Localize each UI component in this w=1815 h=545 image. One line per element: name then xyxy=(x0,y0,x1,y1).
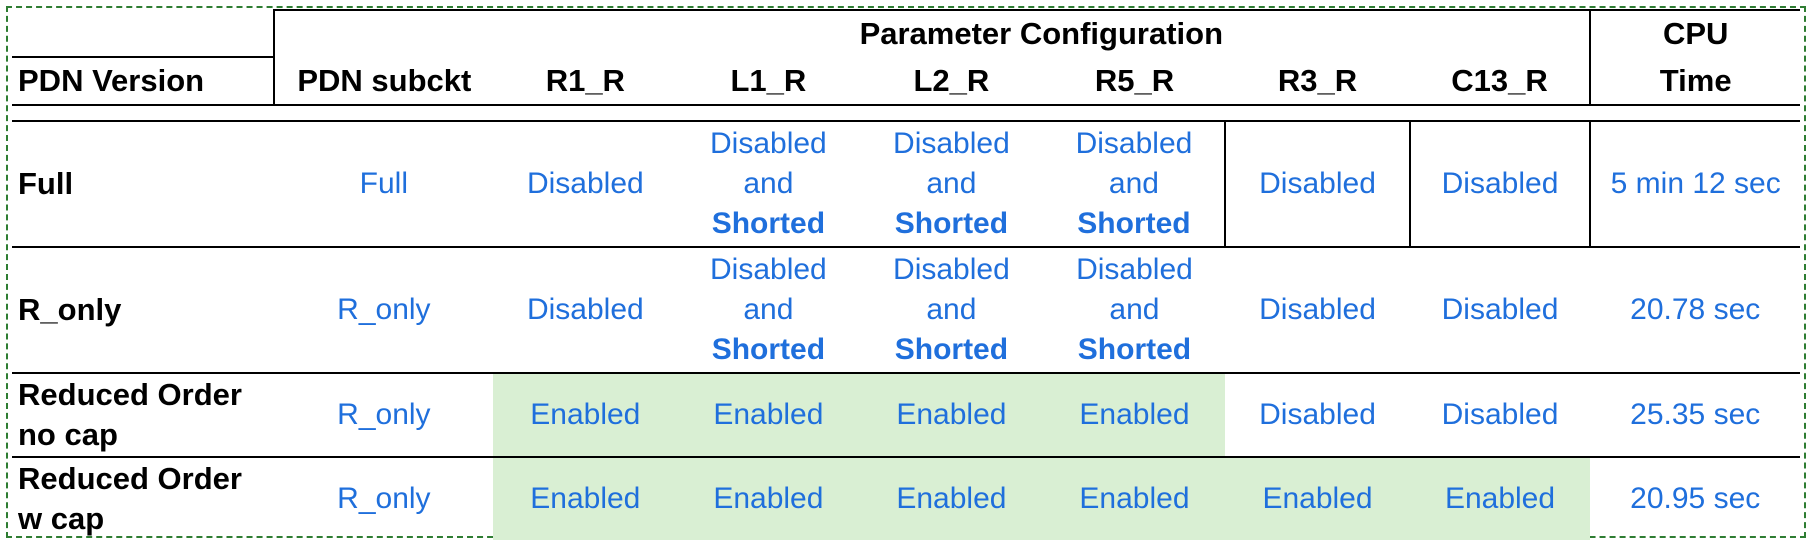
status-text: and xyxy=(926,167,977,200)
status-text: and xyxy=(743,167,794,200)
r3-r-cell: Disabled xyxy=(1224,121,1411,248)
column-header-time: Time xyxy=(1589,57,1800,105)
status-text: Shorted xyxy=(894,207,1009,240)
header-empty-cell xyxy=(12,10,274,57)
l2-r-cell: Enabled xyxy=(859,456,1044,540)
r1-r-cell: Enabled xyxy=(493,372,678,457)
l1-r-cell: Enabled xyxy=(677,456,860,540)
pdn-version-line: w cap xyxy=(18,501,105,536)
r3-r-cell: Disabled xyxy=(1225,246,1410,373)
column-header-l1-r: L1_R xyxy=(730,62,807,98)
r3-r-cell: Enabled xyxy=(1225,456,1410,540)
c13-r-cell: Enabled xyxy=(1409,456,1591,540)
cpu-heading: CPU xyxy=(1589,9,1800,57)
table-row: R_only R_only Disabled Disabled and Shor… xyxy=(12,246,1800,373)
column-header-r3-r: R3_R xyxy=(1277,62,1358,98)
table-row: Reduced Order no cap R_only Enabled Enab… xyxy=(12,372,1800,457)
status-text: Shorted xyxy=(711,333,826,366)
column-header-r1-r: R1_R xyxy=(545,62,625,98)
status-text: Disabled xyxy=(893,127,1010,160)
l1-r-cell: Disabled and Shorted xyxy=(677,246,860,373)
r3-r-cell: Disabled xyxy=(1225,372,1410,457)
spacer-cell xyxy=(12,104,275,122)
spacer-cell xyxy=(1043,104,1226,122)
spacer-cell xyxy=(859,104,1044,122)
l2-r-cell: Enabled xyxy=(859,372,1044,457)
r1-r-cell: Disabled xyxy=(526,167,644,200)
cpu-time-cell: 25.35 sec xyxy=(1590,372,1800,457)
pdn-subckt-cell: Full xyxy=(359,167,409,200)
pdn-version-cell: Reduced Order w cap xyxy=(12,456,275,540)
c13-r-cell: Disabled xyxy=(1409,246,1591,373)
spacer-cell xyxy=(1225,104,1410,122)
header-spacer-row xyxy=(12,104,1800,122)
r5-r-cell: Disabled and Shorted xyxy=(1043,246,1226,373)
status-text: Disabled xyxy=(893,253,1010,286)
pdn-version-line: Reduced Order xyxy=(18,461,242,496)
r5-r-cell: Enabled xyxy=(1043,456,1226,540)
status-text: Disabled xyxy=(710,127,827,160)
status-text: Shorted xyxy=(711,207,826,240)
status-text: and xyxy=(743,293,794,326)
pdn-configuration-table: Parameter Configuration CPU PDN Version … xyxy=(12,9,1800,540)
cpu-time-cell: 5 min 12 sec xyxy=(1589,121,1800,247)
pdn-subckt-cell: R_only xyxy=(274,246,494,373)
pdn-version-cell: Reduced Order no cap xyxy=(12,372,275,457)
column-header-l2-r: L2_R xyxy=(913,62,990,98)
status-text: Shorted xyxy=(1077,333,1192,366)
column-header-c13-r: C13_R xyxy=(1451,62,1548,98)
r1-r-cell: Enabled xyxy=(493,456,678,540)
status-text: Disabled xyxy=(710,253,827,286)
column-header-r5-r: R5_R xyxy=(1094,62,1175,98)
r1-r-cell: Disabled xyxy=(493,246,678,373)
status-text: Disabled xyxy=(1076,253,1193,286)
spacer-cell xyxy=(677,104,860,122)
pdn-version-line: no cap xyxy=(18,417,118,452)
r5-r-cell: Disabled and Shorted xyxy=(1044,121,1226,247)
status-text: Shorted xyxy=(894,333,1009,366)
l2-r-cell: Disabled and Shorted xyxy=(859,246,1044,373)
parameter-configuration-heading: Parameter Configuration xyxy=(493,9,1591,57)
status-text: and xyxy=(926,293,977,326)
r5-r-cell: Enabled xyxy=(1043,372,1226,457)
header-empty-cell xyxy=(273,9,494,57)
status-text: and xyxy=(1108,167,1159,200)
header-row-2: PDN Version PDN subckt R1_R L1_R L2_R R5… xyxy=(12,56,1800,105)
l1-r-cell: Enabled xyxy=(677,372,860,457)
table-row: Full Full Disabled Disabled and Shorted … xyxy=(12,121,1800,248)
status-text: Disabled xyxy=(1075,127,1193,160)
l1-r-cell: Disabled and Shorted xyxy=(677,121,859,247)
column-header-pdn-subckt: PDN subckt xyxy=(273,57,494,105)
table-row: Reduced Order w cap R_only Enabled Enabl… xyxy=(12,456,1800,540)
spacer-cell xyxy=(493,104,678,122)
status-text: Shorted xyxy=(1077,207,1191,240)
spacer-cell xyxy=(1409,104,1591,122)
l2-r-cell: Disabled and Shorted xyxy=(859,121,1043,247)
header-row-1: Parameter Configuration CPU xyxy=(12,9,1800,57)
c13-r-cell: Disabled xyxy=(1441,167,1559,200)
pdn-version-line: Reduced Order xyxy=(18,377,242,412)
column-header-pdn-version: PDN Version xyxy=(12,56,275,105)
c13-r-cell: Disabled xyxy=(1409,372,1591,457)
pdn-version-cell: Full xyxy=(18,166,74,201)
spacer-cell xyxy=(274,104,494,122)
pdn-subckt-cell: R_only xyxy=(274,456,494,540)
spacer-cell xyxy=(1590,104,1800,122)
cpu-time-cell: 20.78 sec xyxy=(1590,246,1800,373)
pdn-subckt-cell: R_only xyxy=(274,372,494,457)
pdn-version-cell: R_only xyxy=(12,246,275,373)
cpu-time-cell: 20.95 sec xyxy=(1590,456,1800,540)
status-text: and xyxy=(1109,293,1160,326)
